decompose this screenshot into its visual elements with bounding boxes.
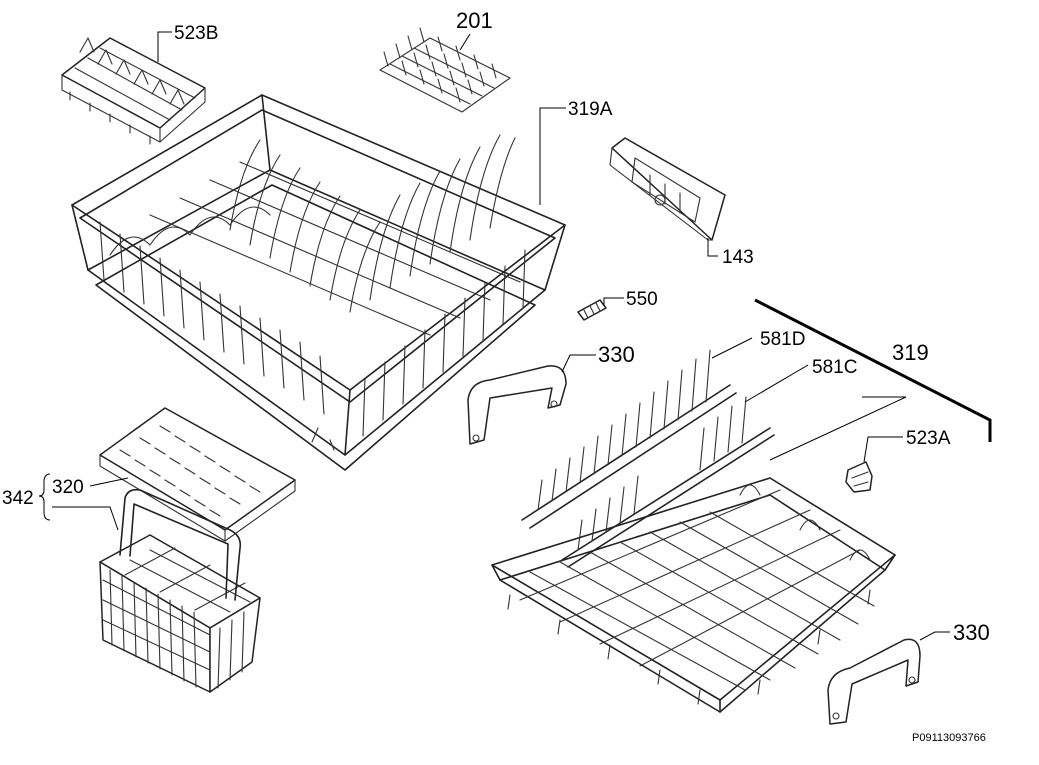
label-550: 550 xyxy=(626,289,658,310)
label-342: 342 xyxy=(2,488,34,509)
label-330-lower: 330 xyxy=(953,620,990,645)
group-319-bracket xyxy=(754,298,992,442)
part-342-cutlery-basket xyxy=(99,488,261,693)
label-201: 201 xyxy=(456,8,493,33)
label-319: 319 xyxy=(892,340,929,365)
part-330-handle-lower xyxy=(827,638,921,725)
label-581c: 581C xyxy=(812,357,857,378)
label-319a: 319A xyxy=(568,99,613,120)
label-581d: 581D xyxy=(760,329,805,350)
label-320: 320 xyxy=(52,477,84,498)
part-201-rack-comb xyxy=(379,27,511,113)
label-523b: 523B xyxy=(174,23,218,44)
part-523a-knob xyxy=(845,461,873,493)
label-143: 143 xyxy=(722,247,754,268)
part-320-basket-lid xyxy=(99,407,296,542)
label-523a: 523A xyxy=(906,428,951,449)
part-319a-upper-basket xyxy=(71,94,566,471)
part-lower-basket xyxy=(491,477,896,713)
reference-code: P09113093766 xyxy=(912,732,986,744)
part-581c-tine-row xyxy=(561,396,775,568)
part-330-handle-upper xyxy=(467,365,567,445)
part-523b-cup-shelf xyxy=(61,37,206,145)
leader-lines xyxy=(38,31,950,641)
part-143-rail-bracket xyxy=(609,137,726,241)
part-550-pin xyxy=(577,299,607,321)
part-581d-tine-row xyxy=(521,349,737,529)
label-330-upper: 330 xyxy=(598,342,635,367)
